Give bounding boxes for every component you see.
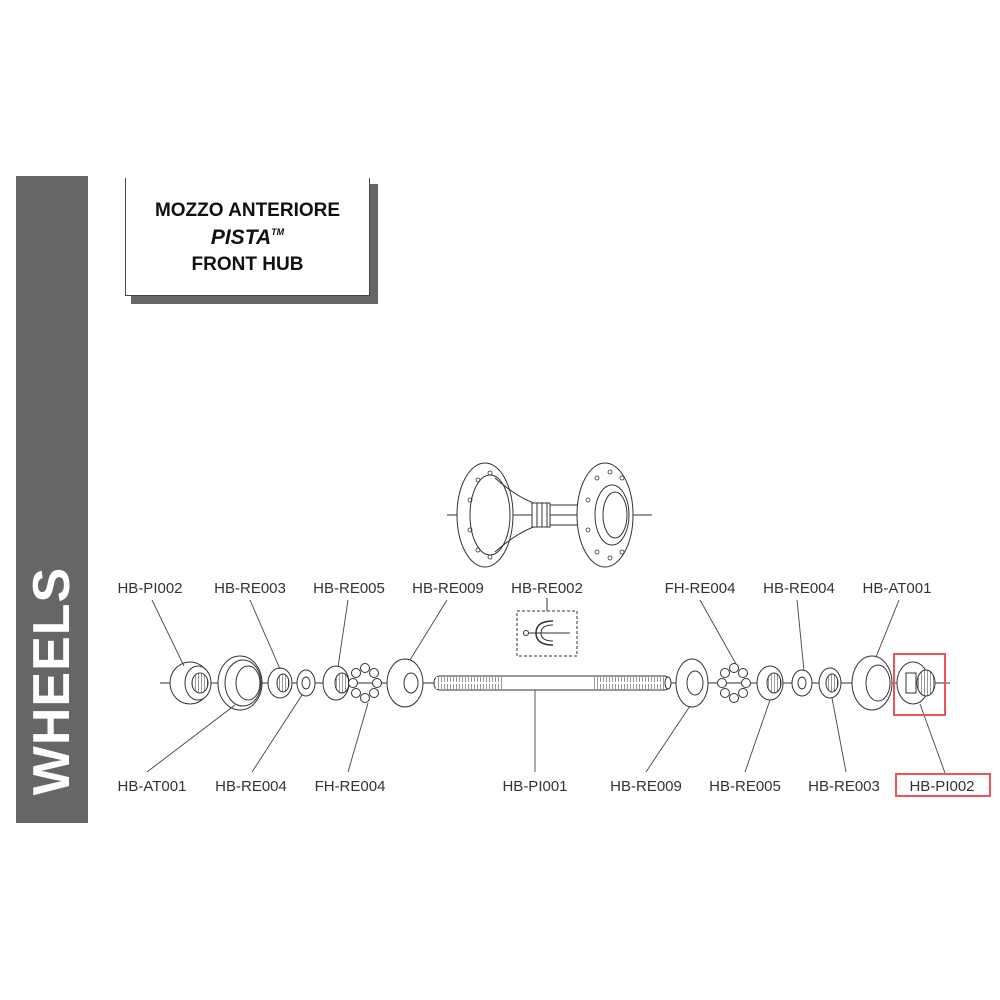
part-hb-re004-left [296, 669, 316, 697]
part-label-hb-re009-top[interactable]: HB-RE009 [412, 580, 484, 597]
part-hb-re009-right [675, 658, 709, 708]
highlight-label-hb-pi002 [895, 773, 991, 797]
hub-body-illustration [447, 462, 652, 568]
part-hb-re005-left [322, 665, 350, 701]
title-product-name: PISTATM [126, 226, 369, 250]
title-italian: MOZZO ANTERIORE [154, 200, 341, 221]
part-fh-re004-left [348, 663, 382, 703]
part-label-fh-re004-bottom[interactable]: FH-RE004 [314, 778, 386, 795]
part-label-hb-re004-top[interactable]: HB-RE004 [763, 580, 835, 597]
part-hb-at001-left [217, 655, 263, 711]
part-label-hb-re004-bottom[interactable]: HB-RE004 [215, 778, 287, 795]
leader-lines-bottom [146, 690, 946, 774]
part-label-hb-re003-top[interactable]: HB-RE003 [214, 580, 286, 597]
part-label-hb-re003-bottom[interactable]: HB-RE003 [808, 778, 880, 795]
part-label-hb-pi001-bottom[interactable]: HB-PI001 [502, 778, 568, 795]
leader-lines-top [151, 599, 900, 672]
part-fh-re004-right [717, 663, 751, 703]
part-label-hb-pi002-bottom-highlighted[interactable]: HB-PI002 [909, 778, 975, 795]
product-name: PISTA [210, 226, 272, 249]
section-sidebar: WHEELS [16, 176, 88, 823]
part-hb-pi001-axle [433, 675, 672, 691]
title-box: MOZZO ANTERIORE PISTATM FRONT HUB [125, 178, 370, 296]
part-label-hb-at001-bottom[interactable]: HB-AT001 [117, 778, 187, 795]
part-label-hb-at001-top[interactable]: HB-AT001 [862, 580, 932, 597]
part-label-hb-re009-bottom[interactable]: HB-RE009 [610, 778, 682, 795]
part-hb-re004-right [791, 669, 813, 697]
part-hb-at001-right [851, 655, 893, 711]
part-hb-re002-inset [516, 598, 578, 657]
part-hb-re003-right [818, 667, 842, 699]
part-hb-re003-left [267, 667, 293, 699]
part-label-hb-re005-top[interactable]: HB-RE005 [313, 580, 385, 597]
part-label-hb-pi002-top[interactable]: HB-PI002 [117, 580, 183, 597]
highlight-part-hb-pi002 [893, 653, 946, 716]
part-label-hb-re005-bottom[interactable]: HB-RE005 [709, 778, 781, 795]
part-hb-re009-left [386, 658, 424, 708]
part-hb-re005-right [756, 665, 784, 701]
part-label-fh-re004-top[interactable]: FH-RE004 [664, 580, 736, 597]
title-english: FRONT HUB [191, 254, 304, 275]
part-hb-pi002-left [169, 661, 212, 705]
trademark-mark: TM [271, 227, 285, 237]
part-hb-pi002-right [896, 661, 936, 705]
part-label-hb-re002-top[interactable]: HB-RE002 [511, 580, 583, 597]
